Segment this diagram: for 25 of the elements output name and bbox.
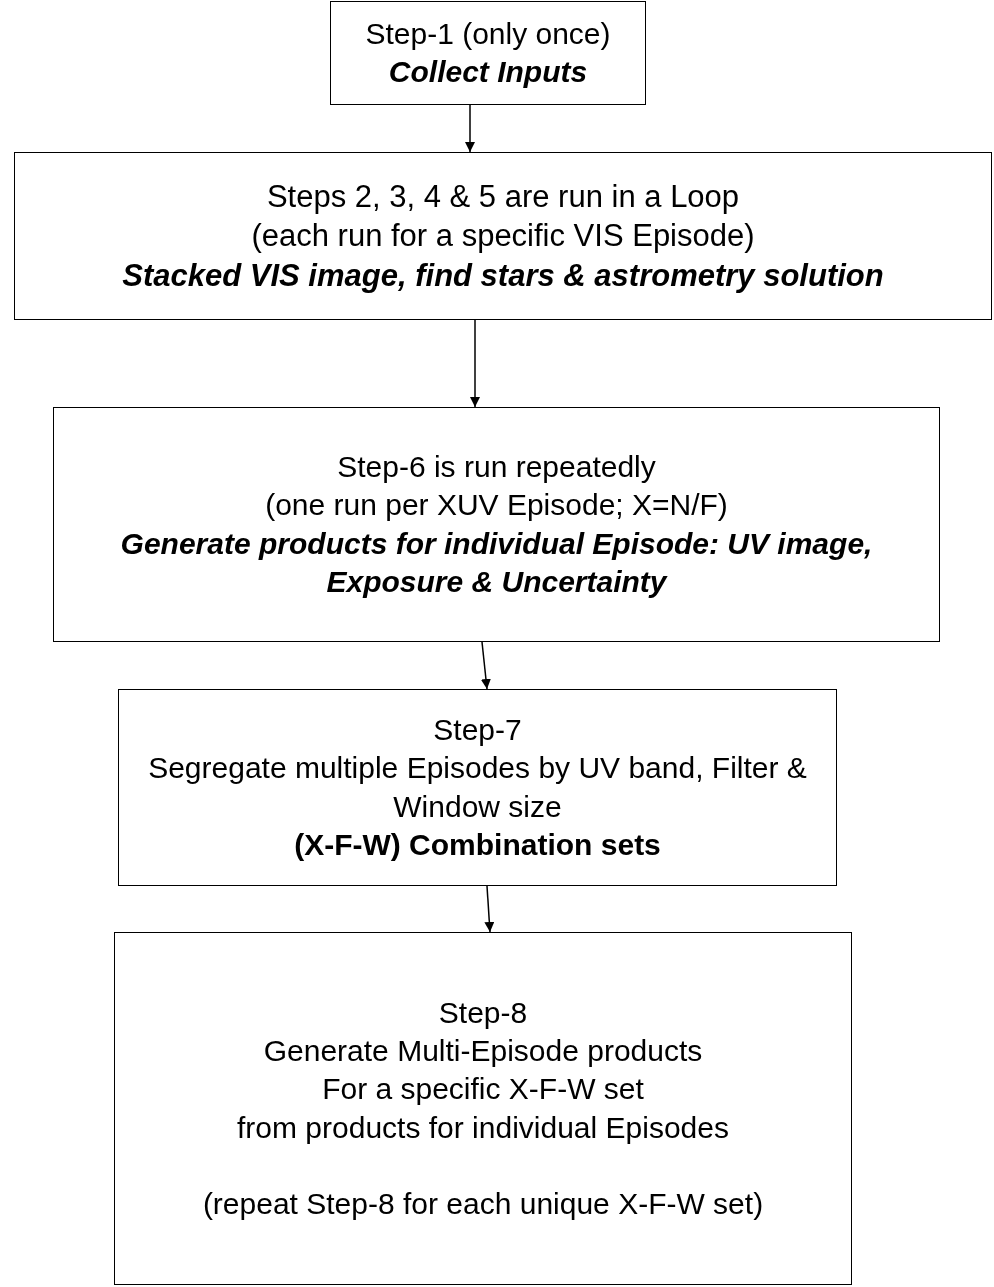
process-box (14, 152, 992, 320)
step-description: (repeat Step-8 for each unique X-F-W set) (202, 1185, 764, 1222)
step-description: from products for individual Episodes (237, 1109, 729, 1146)
step-title: (X-F-W) Combination sets (294, 826, 661, 863)
process-box (330, 1, 646, 105)
arrow (465, 104, 475, 153)
process-box (114, 932, 852, 1285)
arrow (470, 319, 480, 408)
step-description: Segregate multiple Episodes by UV band, Filter & Window size (147, 750, 808, 825)
step-title: Generate products for individual Episode: UV image, Exposure & Uncertainty (119, 525, 874, 600)
process-box (53, 407, 940, 642)
step-description: (each run for a specific VIS Episode) (251, 217, 755, 256)
step-description: For a specific X-F-W set (322, 1071, 644, 1108)
arrow (484, 885, 495, 933)
step-description: Step-6 is run repeatedly (337, 449, 656, 486)
step-description: (one run per XUV Episode; X=N/F) (265, 487, 728, 524)
process-box (118, 689, 837, 886)
step-description: Generate Multi-Episode products (263, 1033, 703, 1070)
step-title: Collect Inputs (388, 54, 588, 90)
step-description: Step-1 (only once) (365, 15, 611, 52)
step-description: Step-7 (433, 712, 522, 749)
step-description: Steps 2, 3, 4 & 5 are run in a Loop (266, 177, 740, 216)
arrow (480, 641, 491, 690)
step-title: Stacked VIS image, find stars & astrometry solution (122, 256, 884, 295)
step-description: Step-8 (438, 995, 528, 1032)
